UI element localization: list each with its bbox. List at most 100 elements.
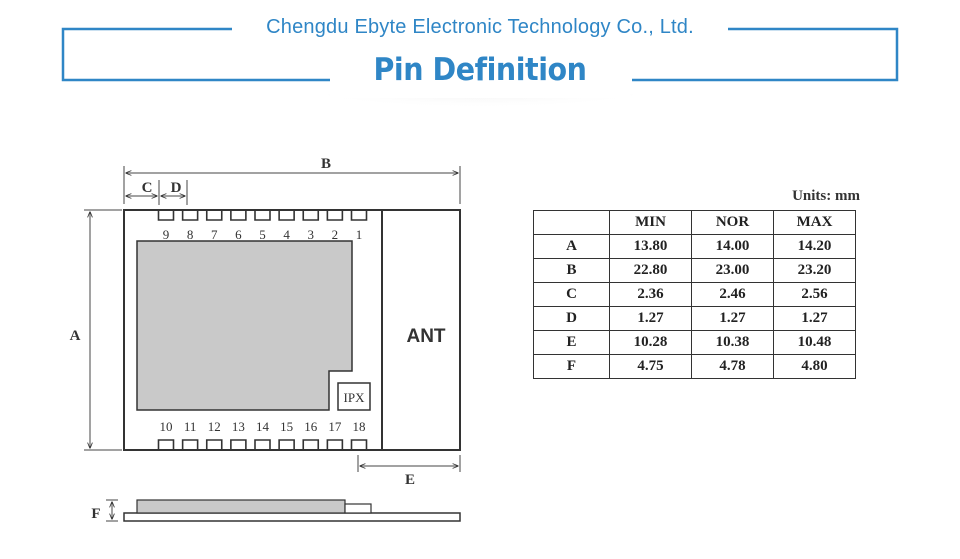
dimension-b-label: B: [321, 156, 331, 172]
header-cell: NOR: [691, 210, 774, 235]
header-cell: MAX: [773, 210, 856, 235]
pin-number: 8: [187, 227, 194, 242]
pin-pad: [181, 439, 199, 450]
table-cell: 4.78: [691, 354, 774, 379]
pin-pad: [181, 210, 199, 221]
dimension-table: MIN NOR MAX A 13.80 14.00 14.20 B 22.80 …: [533, 210, 856, 379]
pin-number: 12: [208, 419, 221, 434]
dimension-f-label: F: [91, 506, 100, 522]
pin-pad: [278, 210, 295, 221]
ipx-connector: [337, 382, 371, 411]
pin-number: 7: [211, 227, 218, 242]
dimension-c-label: C: [142, 180, 153, 196]
page-title: Pin Definition: [373, 52, 587, 88]
pin-number: 1: [356, 227, 363, 242]
pin-number: 4: [283, 227, 290, 242]
row-label: A: [533, 234, 610, 259]
table-row: B 22.80 23.00 23.20: [533, 258, 856, 283]
pin-pad: [254, 439, 271, 450]
pin-pad: [157, 210, 175, 221]
pin-number: 9: [163, 227, 170, 242]
top-pin-row: 9 8 7 6 5 4 3 2 1: [157, 210, 368, 242]
table-cell: 23.20: [773, 258, 856, 283]
title-backdrop: [330, 50, 630, 98]
pin-pad: [278, 439, 295, 450]
table-header-row: MIN NOR MAX: [533, 210, 856, 235]
table-cell: 1.27: [609, 306, 692, 331]
side-view-connector: [344, 503, 372, 514]
pin-pad: [350, 210, 368, 221]
dimension-c-d: [126, 180, 188, 205]
pin-number: 3: [308, 227, 315, 242]
pin-number: 13: [232, 419, 245, 434]
row-label: E: [533, 330, 610, 355]
pin-number: 5: [259, 227, 266, 242]
pin-number: 14: [256, 419, 270, 434]
pin-pad: [254, 210, 271, 221]
bottom-pin-row: 10 11 12 13 14 15 16 17 18: [157, 419, 368, 450]
frame-left-bracket: [61, 27, 330, 82]
table-row: C 2.36 2.46 2.56: [533, 282, 856, 307]
company-name: Chengdu Ebyte Electronic Technology Co.,…: [0, 16, 960, 39]
pin-pad: [205, 439, 223, 450]
pin-pad: [302, 210, 320, 221]
table-cell: 10.28: [609, 330, 692, 355]
side-view-pcb: [123, 512, 461, 522]
table-cell: 4.80: [773, 354, 856, 379]
pin-pad: [230, 439, 247, 450]
pin-pad: [326, 439, 344, 450]
row-label: F: [533, 354, 610, 379]
antenna-label: ANT: [406, 326, 445, 347]
pin-pad: [205, 210, 223, 221]
shield-can: [136, 240, 353, 411]
pin-number: 17: [328, 419, 342, 434]
pin-number: 16: [304, 419, 318, 434]
table-cell: 10.38: [691, 330, 774, 355]
pin-number: 6: [235, 227, 242, 242]
table-cell: 4.75: [609, 354, 692, 379]
table-row: E 10.28 10.38 10.48: [533, 330, 856, 355]
pin-pad: [326, 210, 344, 221]
table-cell: 10.48: [773, 330, 856, 355]
table-row: A 13.80 14.00 14.20: [533, 234, 856, 259]
table-cell: 13.80: [609, 234, 692, 259]
pin-number: 15: [280, 419, 293, 434]
table-row: F 4.75 4.78 4.80: [533, 354, 856, 379]
table-cell: 2.36: [609, 282, 692, 307]
dimension-a: [84, 209, 122, 451]
table-cell: 23.00: [691, 258, 774, 283]
pin-pad: [230, 210, 247, 221]
pin-pad: [350, 439, 368, 450]
table-row: D 1.27 1.27 1.27: [533, 306, 856, 331]
units-label: Units: mm: [792, 188, 860, 204]
side-view-shield: [136, 499, 346, 514]
header-frame: [61, 27, 899, 126]
dimension-d-label: D: [171, 180, 182, 196]
dimension-a-label: A: [70, 328, 81, 344]
dimension-f: [106, 499, 118, 522]
pin-number: 18: [353, 419, 366, 434]
table-cell: 1.27: [773, 306, 856, 331]
table-cell: 2.56: [773, 282, 856, 307]
frame-right-bracket: [632, 27, 899, 82]
table-cell: 14.20: [773, 234, 856, 259]
row-label: D: [533, 306, 610, 331]
row-label: B: [533, 258, 610, 283]
table-cell: 22.80: [609, 258, 692, 283]
table-cell: 1.27: [691, 306, 774, 331]
header-cell: [533, 210, 610, 235]
table-cell: 2.46: [691, 282, 774, 307]
dimension-e-label: E: [405, 472, 415, 488]
table-cell: 14.00: [691, 234, 774, 259]
pin-number: 10: [160, 419, 173, 434]
dimension-b: [123, 166, 461, 204]
row-label: C: [533, 282, 610, 307]
pin-pad: [157, 439, 175, 450]
pin-pad: [302, 439, 320, 450]
pin-number: 11: [184, 419, 197, 434]
ipx-label: IPX: [344, 390, 366, 405]
pin-number: 2: [332, 227, 339, 242]
dimension-e: [357, 455, 461, 472]
header-cell: MIN: [609, 210, 692, 235]
